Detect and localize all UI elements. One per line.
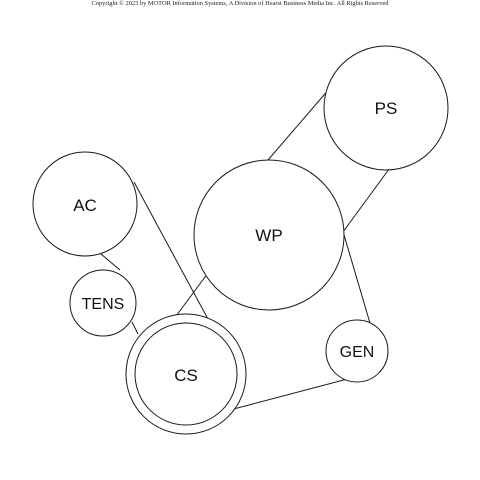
pulley-gen-circle (325, 319, 389, 383)
pulley-gen-label: GEN (340, 344, 375, 361)
pulley-wp-label: WP (255, 226, 282, 245)
pulley-ac: AC (32, 151, 138, 257)
belt-segment-wp-ps-lower (342, 164, 393, 233)
pulley-ps: PS (323, 45, 449, 171)
pulley-wp: WP (193, 159, 345, 311)
pulley-ps-label: PS (375, 99, 398, 118)
pulley-tens: TENS (69, 269, 137, 337)
pulley-wp-circle (193, 159, 345, 311)
pulley-ac-circle (32, 151, 138, 257)
belt-segment-ac-cs (133, 181, 216, 333)
copyright-notice: Copyright © 2023 by MOTOR Information Sy… (91, 0, 389, 7)
belt-segment-cs-gen (229, 376, 356, 411)
belt-segment-ac-tens (100, 253, 121, 271)
pulley-cs-inner (134, 322, 238, 426)
pulley-tens-circle (69, 269, 137, 337)
pulley-ps-circle (323, 45, 449, 171)
pulley-tens-label: TENS (82, 296, 125, 313)
pulley-cs: CS (125, 313, 247, 435)
belt-segment-tens-cs (131, 321, 139, 335)
pulley-gen: GEN (325, 319, 389, 383)
belt-segment-wp-ps-upper (267, 87, 331, 161)
pulley-ac-label: AC (73, 196, 97, 215)
pulley-cs-label: CS (174, 366, 198, 385)
